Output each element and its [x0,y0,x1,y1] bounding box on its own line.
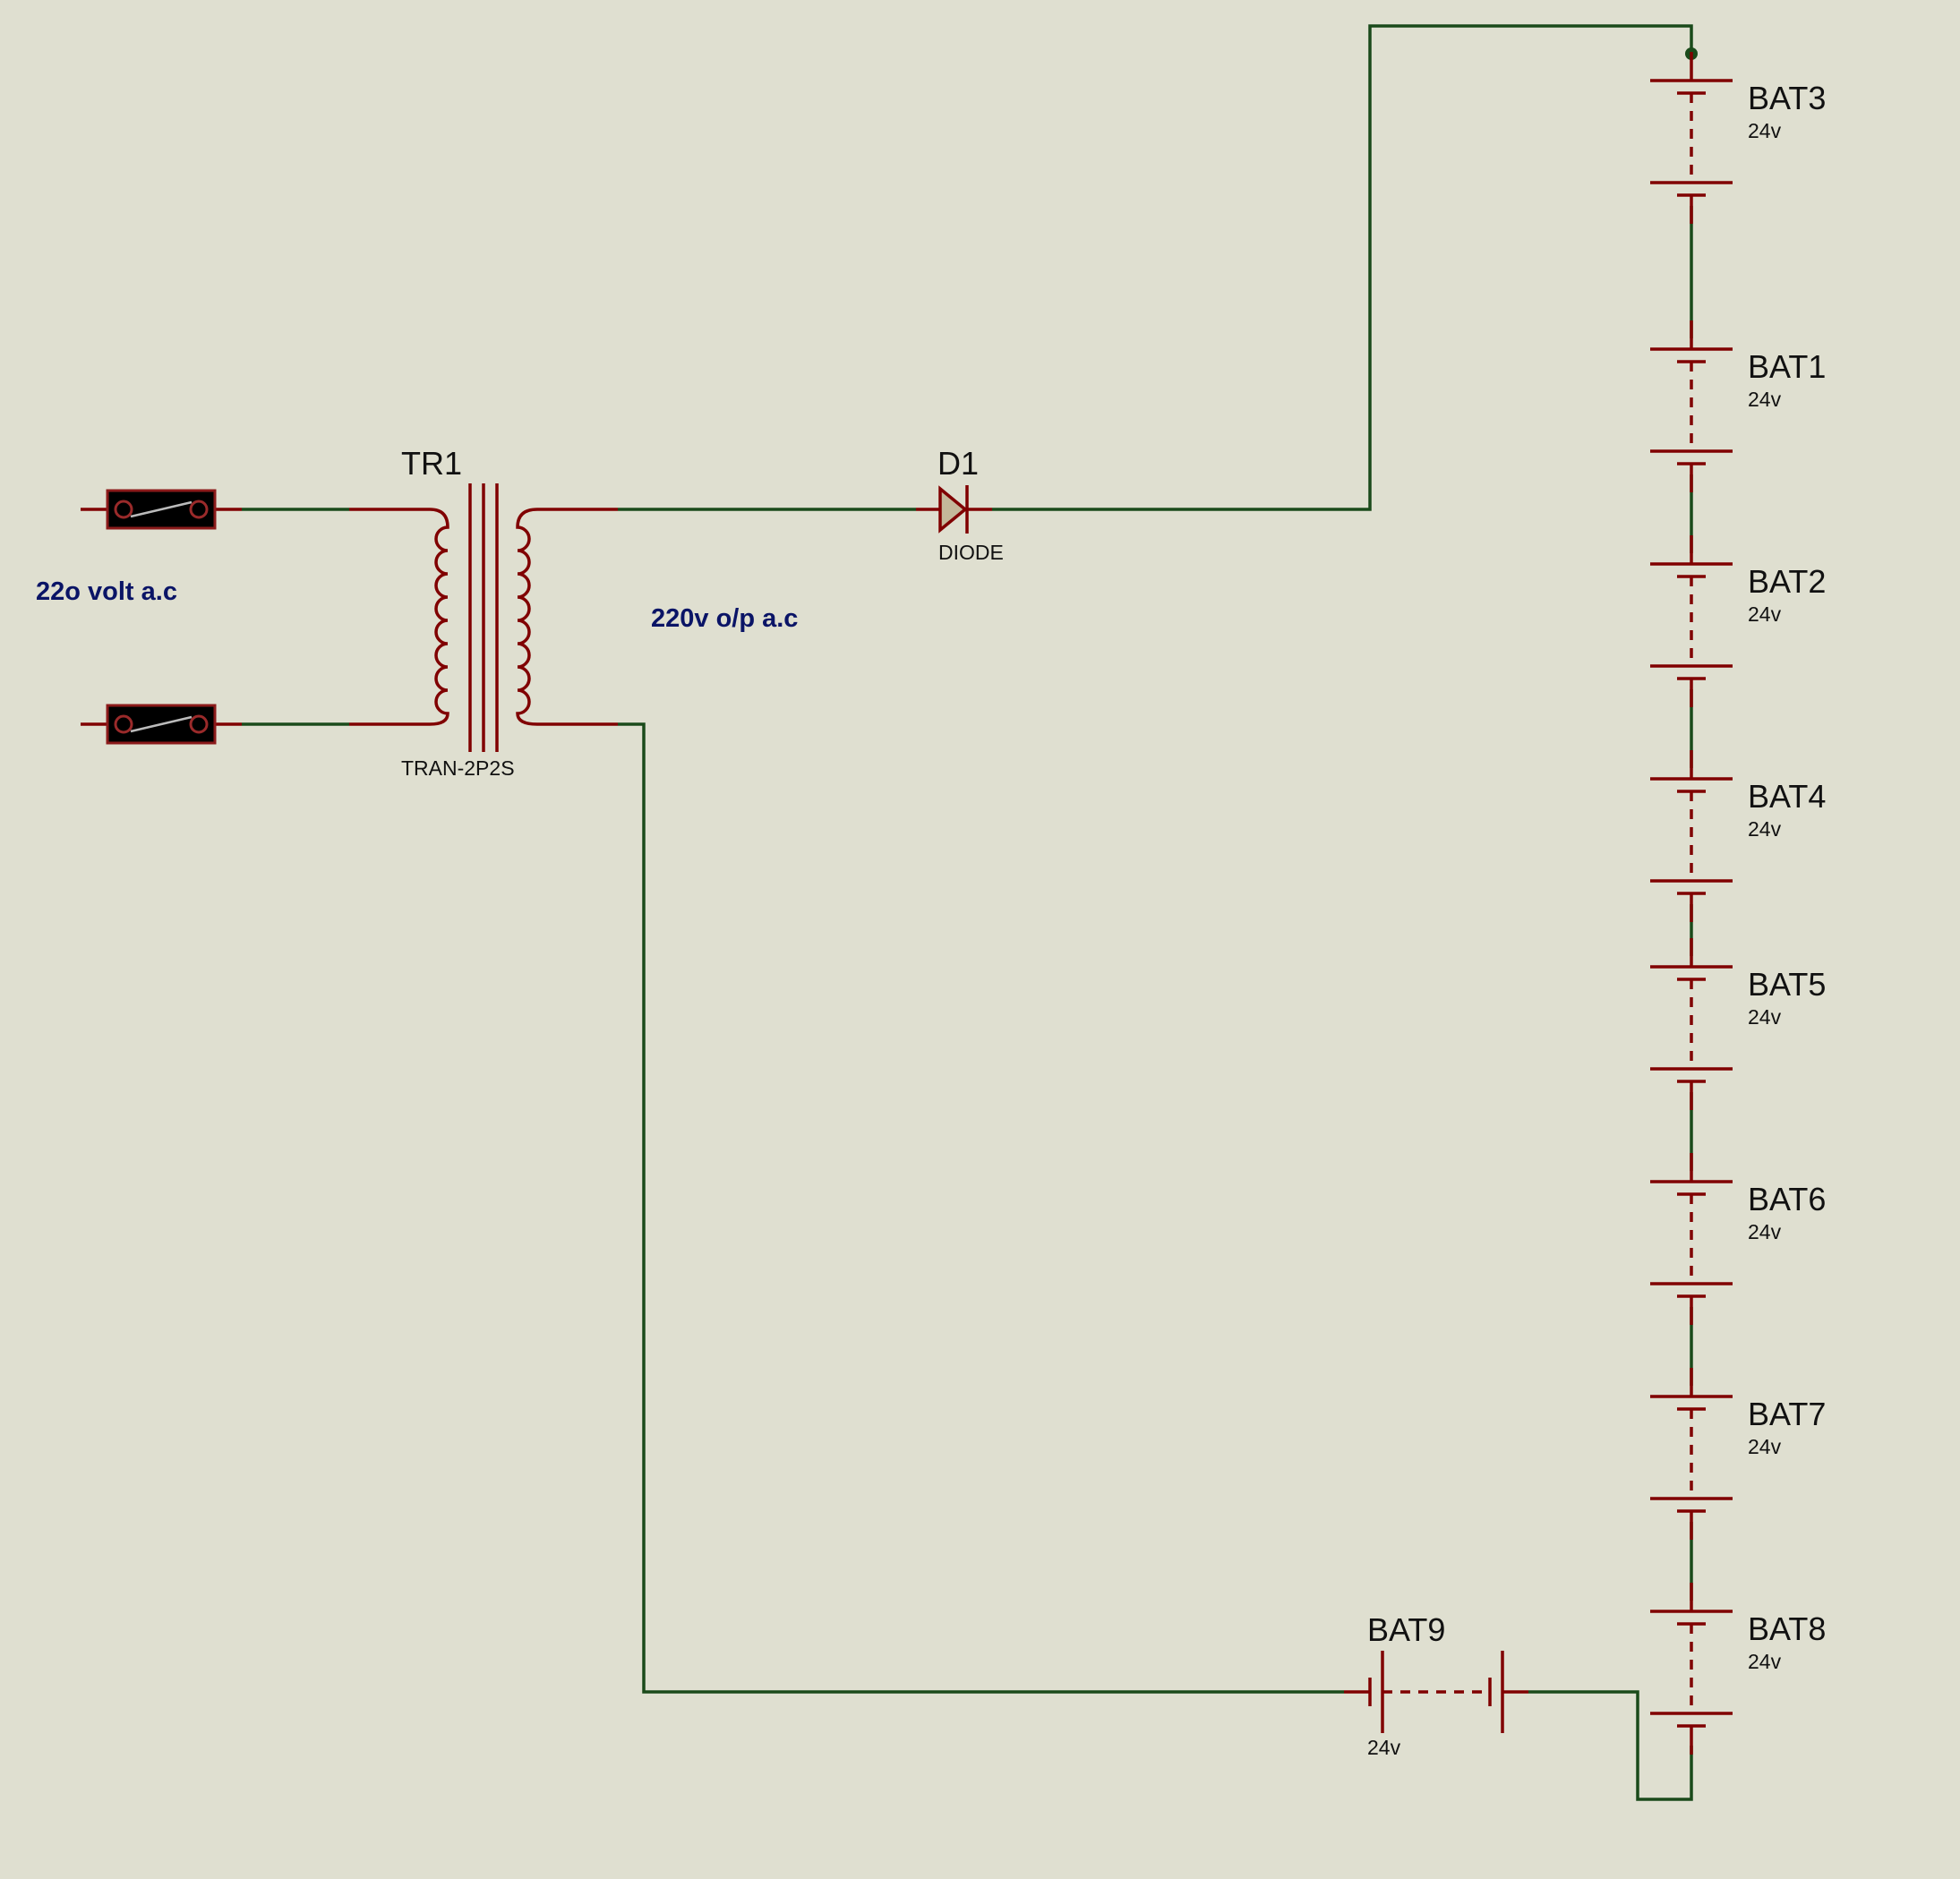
wires [242,24,1698,1801]
battery-bat6: BAT6 24v [1650,1153,1826,1325]
battery-ref: BAT5 [1748,966,1826,1003]
battery-bat8: BAT8 24v [1650,1583,1826,1755]
battery-ref: BAT6 [1748,1181,1826,1217]
battery-ref: BAT3 [1748,80,1826,116]
battery-ref: BAT9 [1367,1611,1445,1648]
battery-value: 24v [1748,1435,1782,1458]
transformer-part: TRAN-2P2S [401,756,515,780]
wire-diode-to-battery-stack [992,24,1693,511]
battery-value: 24v [1748,1220,1782,1243]
battery-value: 24v [1748,388,1782,411]
output-voltage-note: 220v o/p a.c [651,604,798,633]
input-fuse-bottom [81,704,242,745]
battery-value: 24v [1748,1005,1782,1029]
battery-bat9: BAT9 24v [1344,1611,1528,1759]
battery-value: 24v [1748,817,1782,841]
transformer-tr1: TR1 TRAN-2P2S [349,445,618,780]
wire-bat9-to-stack [1528,1690,1693,1801]
diode-ref: D1 [937,445,979,482]
battery-value: 24v [1748,602,1782,626]
battery-ref: BAT2 [1748,563,1826,600]
transformer-core [468,483,499,752]
battery-ref: BAT7 [1748,1396,1826,1432]
diode-d1: D1 DIODE [916,445,1004,564]
battery-value: 24v [1748,119,1782,142]
battery-bat7: BAT7 24v [1650,1368,1826,1540]
battery-bat1: BAT1 24v [1650,320,1826,492]
battery-ref: BAT4 [1748,778,1826,815]
battery-stack: BAT324vBAT124vBAT224vBAT424vBAT524vBAT62… [1344,52,1826,1759]
input-voltage-note: 22o volt a.c [36,577,177,606]
secondary-winding [516,508,618,726]
transformer-ref: TR1 [401,445,462,482]
battery-bat3: BAT3 24v [1650,52,1826,224]
battery-value: 24v [1367,1736,1401,1759]
diode-part: DIODE [938,541,1004,564]
primary-winding [349,508,449,726]
input-fuse-top [81,489,242,530]
battery-value: 24v [1748,1650,1782,1673]
battery-ref: BAT8 [1748,1610,1826,1647]
wire-secondary-return [618,722,1344,1694]
battery-ref: BAT1 [1748,348,1826,385]
